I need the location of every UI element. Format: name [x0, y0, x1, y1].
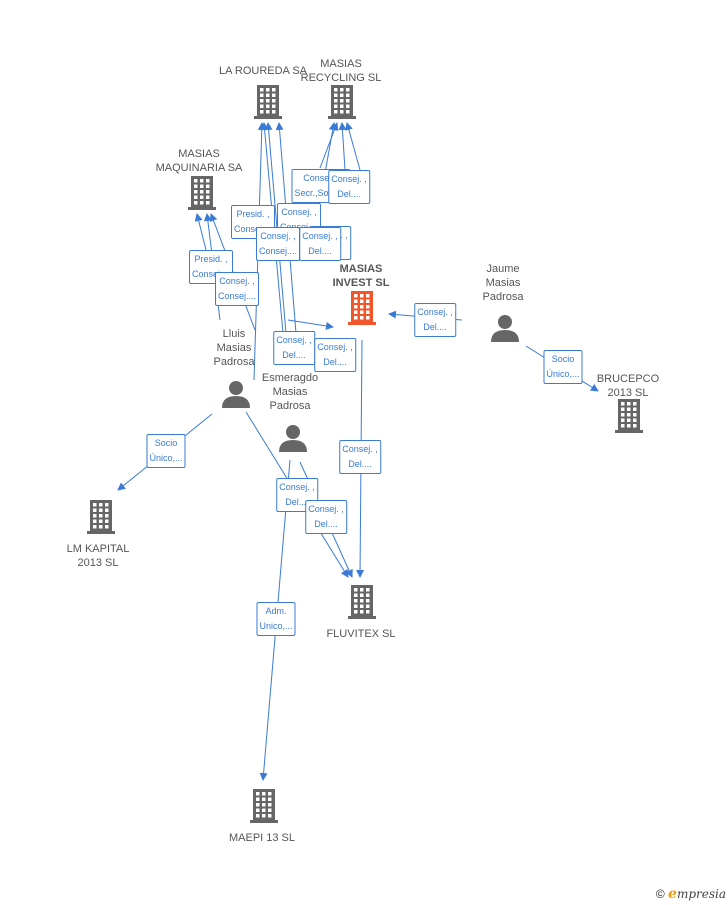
node-label-jaume[interactable]: Jaume Masias Padrosa: [482, 263, 524, 303]
footer-brand: © empresia: [656, 886, 726, 902]
building-icon-recycling[interactable]: [328, 85, 356, 119]
node-label-maepi[interactable]: MAEPI 13 SL: [228, 832, 296, 844]
building-icon-maquinaria[interactable]: [188, 176, 216, 210]
relation-edge: [319, 122, 339, 169]
building-icon-fluvitex[interactable]: [348, 585, 376, 619]
building-icon-lmkapital[interactable]: [87, 500, 115, 534]
edge-label[interactable]: Consej. , Del....: [273, 331, 315, 365]
building-icon-roureda[interactable]: [254, 85, 282, 119]
node-label-lluis[interactable]: Lluis Masias Padrosa: [213, 328, 255, 368]
edge-label[interactable]: Consej. , Del....: [314, 338, 356, 372]
brand-initial: e: [668, 886, 677, 902]
edge-label[interactable]: Socio Único,...: [543, 350, 583, 384]
copyright-symbol: ©: [655, 887, 665, 901]
node-label-invest[interactable]: MASIAS INVEST SL: [332, 263, 390, 289]
edge-label[interactable]: Consej. , Del....: [305, 500, 347, 534]
edge-label[interactable]: Consej. , Del....: [299, 227, 341, 261]
node-label-roureda[interactable]: LA ROUREDA SA: [218, 65, 308, 77]
building-icon-maepi[interactable]: [250, 789, 278, 823]
edge-label[interactable]: Consej. , Consej....: [255, 227, 301, 261]
building-icon-brucepco[interactable]: [615, 399, 643, 433]
brand-name: mpresia: [676, 887, 726, 901]
edge-label[interactable]: Socio Único,...: [146, 434, 186, 468]
node-label-fluvitex[interactable]: FLUVITEX SL: [326, 628, 396, 640]
node-label-maquinaria[interactable]: MASIAS MAQUINARIA SA: [155, 148, 243, 174]
relation-edge: [345, 122, 361, 171]
edge-label[interactable]: Consej. , Consej....: [214, 272, 260, 306]
node-label-brucepco[interactable]: BRUCEPCO 2013 SL: [596, 373, 660, 399]
person-icon-jaume[interactable]: [491, 315, 519, 342]
node-label-recycling[interactable]: MASIAS RECYCLING SL: [300, 58, 382, 84]
building-icon-invest[interactable]: [348, 291, 376, 325]
relation-edge: [287, 319, 334, 330]
edge-label[interactable]: Consej. , Del....: [339, 440, 381, 474]
edge-label[interactable]: Adm. Unico,...: [256, 602, 296, 636]
person-icon-esmeragdo[interactable]: [279, 425, 307, 452]
edge-label[interactable]: Consej. , Del....: [414, 303, 456, 337]
relation-edge: [338, 122, 347, 171]
node-label-lmkapital[interactable]: LM KAPITAL 2013 SL: [66, 543, 130, 569]
node-label-esmeragdo[interactable]: Esmeragdo Masias Padrosa: [261, 372, 319, 412]
edge-label[interactable]: Consej. , Del....: [328, 170, 370, 204]
person-icon-lluis[interactable]: [222, 381, 250, 408]
edge-label[interactable]: Presid. , Consej....: [188, 250, 234, 284]
